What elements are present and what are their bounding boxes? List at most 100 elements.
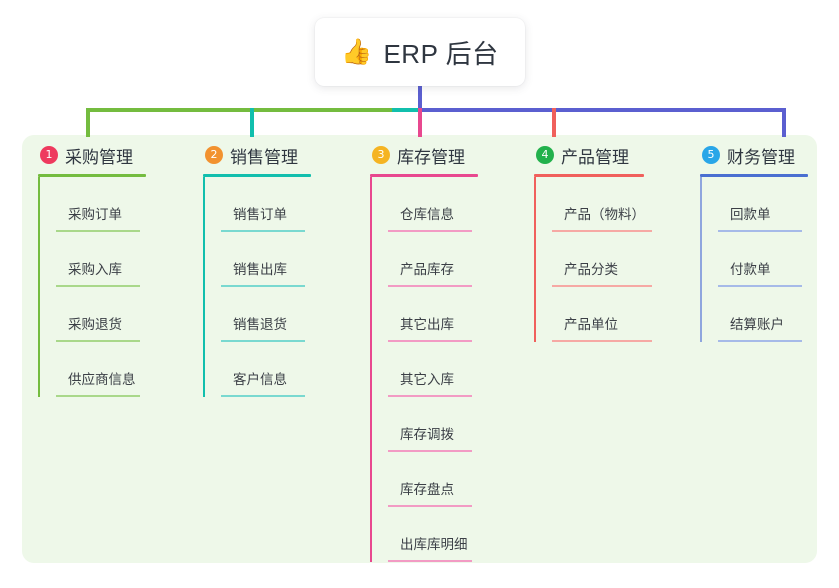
leaf-item[interactable]: 供应商信息 — [56, 342, 146, 397]
leaf-label: 产品单位 — [564, 317, 618, 332]
root-node-content: 👍 ERP 后台 — [341, 34, 498, 71]
leaf-item[interactable]: 结算账户 — [718, 287, 808, 342]
leaf-item[interactable]: 其它入库 — [388, 342, 478, 397]
leaf-label: 采购退货 — [68, 317, 122, 332]
branch-title: 采购管理 — [65, 147, 133, 167]
leaf-rule — [388, 230, 472, 232]
leaf-item[interactable]: 产品（物料） — [552, 177, 652, 232]
connector-drop-3 — [418, 108, 422, 137]
leaf-item[interactable]: 销售退货 — [221, 287, 311, 342]
leaf-item[interactable]: 库存调拨 — [388, 397, 478, 452]
branch-leaf-list: 回款单付款单结算账户 — [700, 177, 808, 342]
leaf-label: 产品库存 — [400, 262, 454, 277]
connector-drop-4 — [552, 108, 556, 137]
leaf-item[interactable]: 付款单 — [718, 232, 808, 287]
leaf-label: 仓库信息 — [400, 207, 454, 222]
leaf-label: 库存调拨 — [400, 427, 454, 442]
leaf-item[interactable]: 产品库存 — [388, 232, 478, 287]
leaf-rule — [388, 505, 472, 507]
branch-index-badge: 1 — [40, 146, 58, 164]
root-stem-connector — [418, 86, 422, 110]
leaf-item[interactable]: 采购订单 — [56, 177, 146, 232]
branch-header-2[interactable]: 2 销售管理 — [203, 140, 311, 170]
leaf-rule — [552, 285, 652, 287]
branch-index-badge: 4 — [536, 146, 554, 164]
leaf-label: 供应商信息 — [68, 372, 136, 387]
branch-column-4[interactable]: 4 产品管理产品（物料） 产品分类产品单位 — [534, 140, 652, 342]
branch-title: 产品管理 — [561, 147, 629, 167]
leaf-label: 采购入库 — [68, 262, 122, 277]
leaf-label: 销售退货 — [233, 317, 287, 332]
connector-drop-1 — [86, 108, 90, 137]
leaf-item[interactable]: 库存盘点 — [388, 452, 478, 507]
leaf-rule — [221, 285, 305, 287]
leaf-label: 其它入库 — [400, 372, 454, 387]
leaf-label: 产品分类 — [564, 262, 618, 277]
leaf-item[interactable]: 其它出库 — [388, 287, 478, 342]
diagram-panel — [22, 135, 817, 563]
leaf-rule — [221, 340, 305, 342]
leaf-item[interactable]: 客户信息 — [221, 342, 311, 397]
leaf-rule — [552, 340, 652, 342]
leaf-rule — [388, 340, 472, 342]
branch-title: 库存管理 — [397, 147, 465, 167]
leaf-item[interactable]: 销售出库 — [221, 232, 311, 287]
branch-leaf-list: 产品（物料） 产品分类产品单位 — [534, 177, 652, 342]
connector-bar-blue — [418, 108, 786, 112]
leaf-rule — [56, 285, 140, 287]
branch-column-5[interactable]: 5 财务管理回款单付款单结算账户 — [700, 140, 808, 342]
leaf-item[interactable]: 采购入库 — [56, 232, 146, 287]
leaf-label: 销售出库 — [233, 262, 287, 277]
root-title: ERP 后台 — [383, 38, 499, 69]
branch-index-badge: 5 — [702, 146, 720, 164]
branch-leaf-list: 仓库信息产品库存其它出库其它入库库存调拨库存盘点出库库明细 — [370, 177, 478, 562]
branch-spine — [203, 177, 205, 397]
leaf-item[interactable]: 出库库明细 — [388, 507, 478, 562]
branch-header-5[interactable]: 5 财务管理 — [700, 140, 808, 170]
leaf-item[interactable]: 回款单 — [718, 177, 808, 232]
leaf-item[interactable]: 产品分类 — [552, 232, 652, 287]
leaf-item[interactable]: 产品单位 — [552, 287, 652, 342]
leaf-label: 客户信息 — [233, 372, 287, 387]
leaf-label: 产品（物料） — [564, 207, 645, 222]
leaf-rule — [388, 395, 472, 397]
branch-index-badge: 3 — [372, 146, 390, 164]
branch-header-3[interactable]: 3 库存管理 — [370, 140, 478, 170]
leaf-rule — [718, 340, 802, 342]
branch-header-4[interactable]: 4 产品管理 — [534, 140, 644, 170]
branch-spine — [534, 177, 536, 342]
leaf-item[interactable]: 仓库信息 — [388, 177, 478, 232]
thumbs-up-icon: 👍 — [341, 37, 373, 66]
branch-header-rule — [700, 174, 808, 177]
leaf-rule — [56, 230, 140, 232]
leaf-item[interactable]: 采购退货 — [56, 287, 146, 342]
leaf-label: 采购订单 — [68, 207, 122, 222]
leaf-rule — [552, 230, 652, 232]
branch-column-2[interactable]: 2 销售管理销售订单销售出库销售退货客户信息 — [203, 140, 311, 397]
branch-header-rule — [38, 174, 146, 177]
branch-header-rule — [370, 174, 478, 177]
leaf-label: 其它出库 — [400, 317, 454, 332]
leaf-rule — [718, 230, 802, 232]
leaf-label: 销售订单 — [233, 207, 287, 222]
branch-header-1[interactable]: 1 采购管理 — [38, 140, 146, 170]
branch-title: 销售管理 — [230, 147, 298, 167]
leaf-rule — [388, 560, 472, 562]
branch-spine — [38, 177, 40, 397]
branch-header-rule — [534, 174, 644, 177]
branch-leaf-list: 销售订单销售出库销售退货客户信息 — [203, 177, 311, 397]
root-node[interactable]: 👍 ERP 后台 — [315, 18, 525, 86]
leaf-rule — [56, 340, 140, 342]
leaf-rule — [221, 395, 305, 397]
branch-column-1[interactable]: 1 采购管理采购订单采购入库采购退货供应商信息 — [38, 140, 146, 397]
connector-drop-2 — [250, 108, 254, 137]
branch-index-badge: 2 — [205, 146, 223, 164]
leaf-rule — [221, 230, 305, 232]
branch-leaf-list: 采购订单采购入库采购退货供应商信息 — [38, 177, 146, 397]
branch-column-3[interactable]: 3 库存管理仓库信息产品库存其它出库其它入库库存调拨库存盘点出库库明细 — [370, 140, 478, 562]
leaf-rule — [718, 285, 802, 287]
leaf-item[interactable]: 销售订单 — [221, 177, 311, 232]
connector-bar-green — [86, 108, 396, 112]
branch-title: 财务管理 — [727, 147, 795, 167]
leaf-rule — [56, 395, 140, 397]
